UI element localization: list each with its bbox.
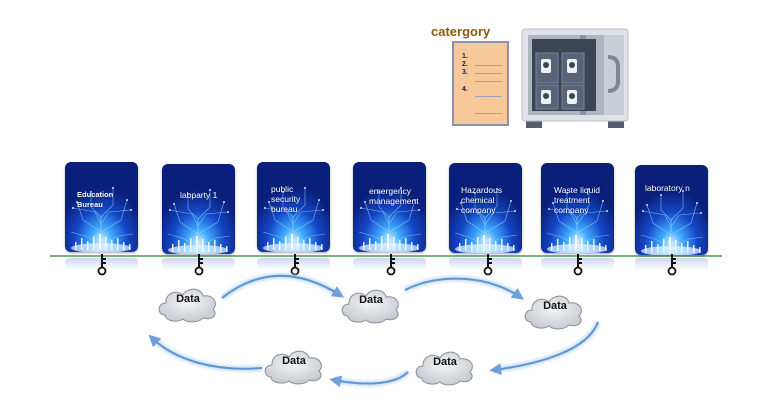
node-label: labparty 1: [180, 190, 218, 200]
category-item: 3.: [462, 69, 468, 76]
node-label: public security bureau: [271, 184, 301, 214]
node-hazardous-chemical-company[interactable]: Hazardous chemical company: [449, 163, 522, 253]
node-label: emergency management: [369, 186, 419, 206]
cloud-label: Data: [282, 355, 306, 367]
category-item: 1.: [462, 53, 468, 60]
node-emergency-management[interactable]: emergency management: [353, 162, 426, 252]
node-label: Waste liquid treatment company: [554, 185, 600, 215]
data-cloud: Data: [521, 290, 589, 330]
cloud-label: Data: [359, 294, 383, 306]
data-cloud: Data: [155, 283, 221, 323]
node-label: Hazardous chemical company: [461, 185, 503, 215]
node-laboratory-n[interactable]: laboratory n: [635, 165, 708, 255]
category-title: catergory: [431, 24, 491, 39]
node-label: laboratory n: [645, 183, 690, 193]
data-cloud: Data: [261, 345, 327, 385]
node-labparty-1[interactable]: labparty 1: [162, 164, 235, 254]
arrow-4: [329, 371, 409, 388]
category-item: 2.: [462, 61, 468, 68]
cloud-label: Data: [176, 293, 200, 305]
category-item: 4.: [462, 86, 468, 93]
node-public-security-bureau[interactable]: public security bureau: [257, 162, 330, 252]
ground-line: [50, 255, 722, 257]
arrow-1: [221, 274, 345, 299]
safe-vault-icon: [521, 28, 629, 128]
data-cloud: Data: [412, 346, 478, 386]
cloud-label: Data: [433, 356, 457, 368]
node-waste-liquid-treatment-company[interactable]: Waste liquid treatment company: [541, 163, 614, 253]
document-list-icon: 1. 2. 3. 4.: [452, 41, 509, 126]
arrow-3: [489, 321, 599, 376]
node-education-bureau[interactable]: Education Bureau: [65, 162, 138, 252]
arrow-2: [404, 277, 524, 300]
node-label: Education Bureau: [77, 190, 114, 209]
arrow-5: [148, 334, 263, 370]
data-cloud: Data: [338, 284, 404, 324]
cloud-label: Data: [543, 300, 567, 312]
